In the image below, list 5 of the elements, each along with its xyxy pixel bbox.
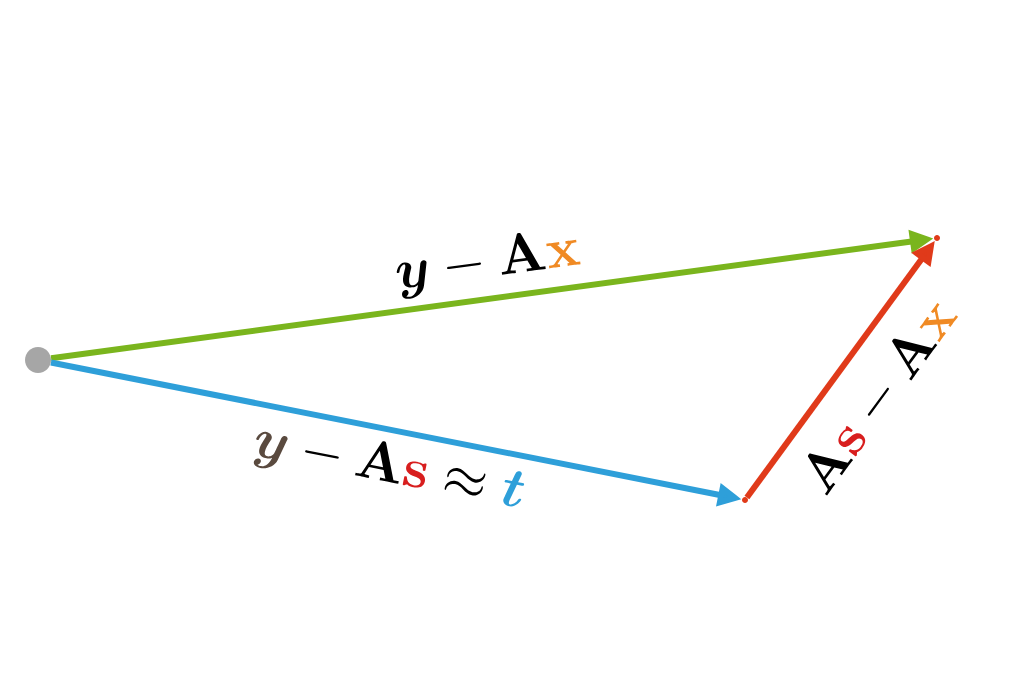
- edge-label: $\boldsymbol{y}-\mathbf{A}\textcolor[HTML]{F08A24}{\mathbf{x}}$: [396, 233, 581, 299]
- start-dot: [25, 347, 51, 373]
- edge-label: $\textcolor[HTML]{5A4A3F}{\boldsymbol{y}}-\mathbf{A}\textcolor[HTML]{D81E1E}{\mathbf{s}}\approx\textcolor[HTML]{2E9FD9}{\boldsymbol{t}}$: [253, 431, 525, 507]
- vertex-point: [742, 497, 748, 503]
- vertex-point: [934, 235, 940, 241]
